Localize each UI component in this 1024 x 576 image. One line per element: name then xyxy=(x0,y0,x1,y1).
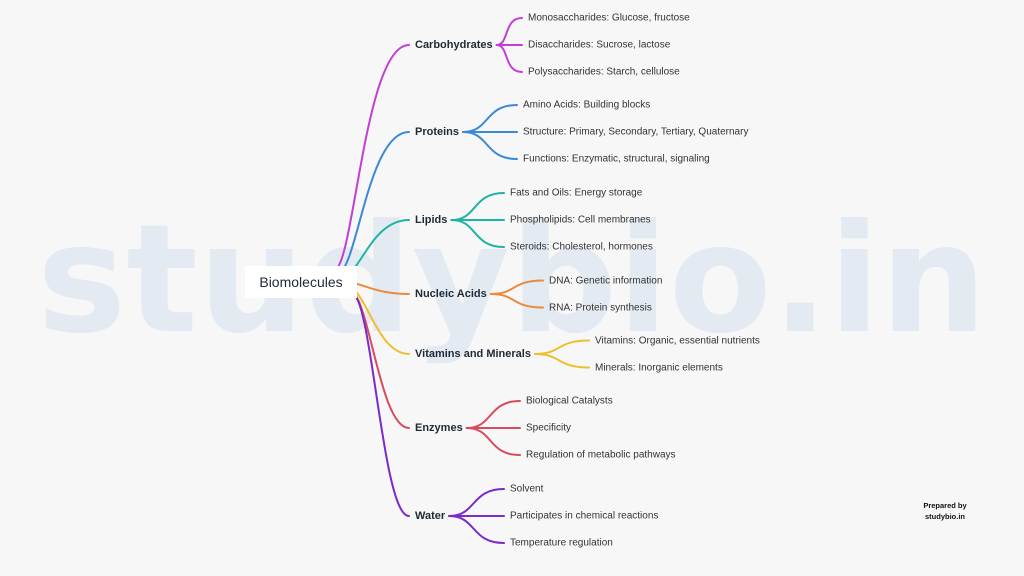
leaf-label: DNA: Genetic information xyxy=(549,275,663,286)
leaf-connector xyxy=(533,339,590,355)
leaf-label: Vitamins: Organic, essential nutrients xyxy=(595,335,760,346)
leaf-connector xyxy=(489,279,544,295)
branch-label: Enzymes xyxy=(415,422,463,434)
leaf-label: Minerals: Inorganic elements xyxy=(595,362,723,373)
leaf-connector xyxy=(450,192,505,221)
leaf-label: Biological Catalysts xyxy=(526,395,613,407)
leaf-connector xyxy=(495,17,523,46)
branch-label: Proteins xyxy=(415,126,460,138)
leaf-label: Disaccharides: Sucrose, lactose xyxy=(528,39,671,51)
leaf-label: Structure: Primary, Secondary, Tertiary,… xyxy=(523,126,749,138)
leaf-connector xyxy=(462,131,518,160)
leaf-label: Specificity xyxy=(526,422,572,434)
leaf-connector xyxy=(448,515,505,544)
leaf-connector xyxy=(533,353,590,369)
credit-line2: studybio.in xyxy=(925,512,965,521)
leaf-label: Monosaccharides: Glucose, fructose xyxy=(528,12,690,24)
leaf-connector xyxy=(465,427,521,456)
leaf-label: Phospholipids: Cell membranes xyxy=(510,214,651,226)
branch-label: Water xyxy=(415,510,446,522)
credit: Prepared by studybio.in xyxy=(905,500,985,522)
leaf-label: Temperature regulation xyxy=(510,537,613,549)
root-node: Biomolecules xyxy=(245,266,357,298)
leaf-connector xyxy=(495,44,523,73)
branch-connector xyxy=(333,44,410,271)
leaf-connector xyxy=(465,400,521,429)
branch-label: Lipids xyxy=(415,214,448,226)
leaf-label: Fats and Oils: Energy storage xyxy=(510,187,643,199)
leaf-label: Participates in chemical reactions xyxy=(510,510,659,522)
branch-label: Nucleic Acids xyxy=(415,288,487,300)
leaf-label: Regulation of metabolic pathways xyxy=(526,449,676,461)
branch-connector xyxy=(351,293,410,517)
leaf-connector xyxy=(450,219,505,248)
branch-label: Vitamins and Minerals xyxy=(415,348,531,360)
watermark: studybio.in xyxy=(37,193,987,367)
leaf-label: Amino Acids: Building blocks xyxy=(523,99,651,111)
leaf-connector xyxy=(462,104,518,133)
leaf-label: RNA: Protein synthesis xyxy=(549,302,652,313)
credit-line1: Prepared by xyxy=(923,501,967,510)
leaf-label: Functions: Enzymatic, structural, signal… xyxy=(523,153,710,165)
leaf-label: Solvent xyxy=(510,483,544,495)
leaf-label: Polysaccharides: Starch, cellulose xyxy=(528,66,680,78)
leaf-label: Steroids: Cholesterol, hormones xyxy=(510,241,653,253)
leaf-connector xyxy=(448,488,505,517)
branch-label: Carbohydrates xyxy=(415,39,493,51)
leaf-connector xyxy=(489,293,544,309)
branch-connector xyxy=(336,131,410,275)
